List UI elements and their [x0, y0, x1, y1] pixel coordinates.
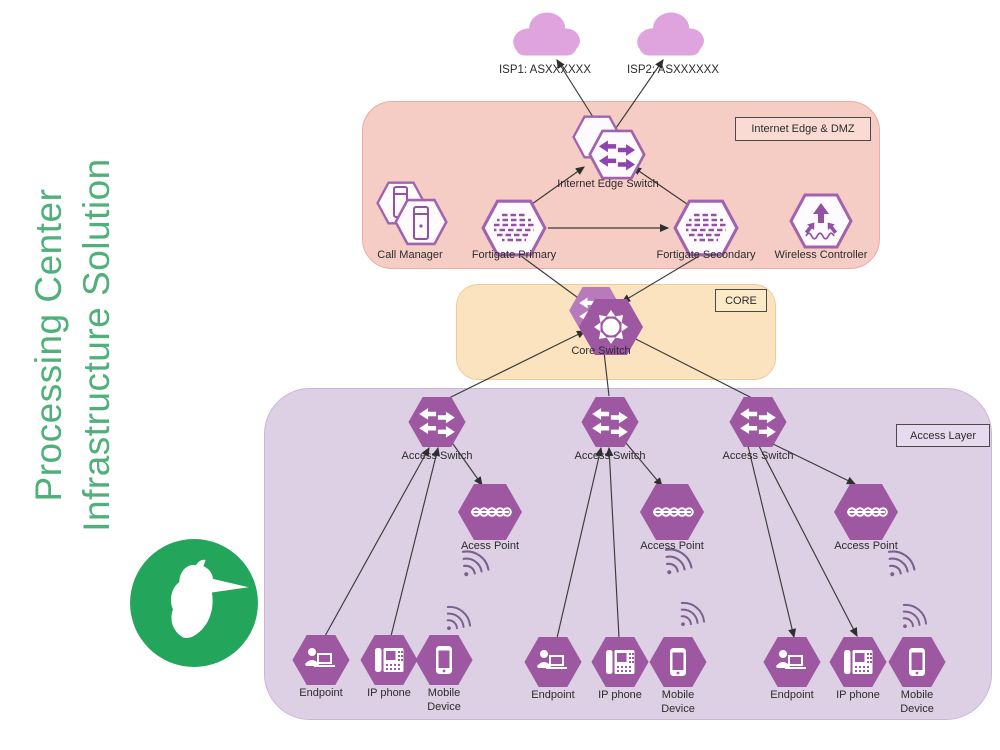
access-point-label: Access Point: [834, 540, 898, 552]
zone-label-core: CORE: [715, 289, 767, 312]
ip-phone-icon: [360, 635, 418, 685]
access-point-icon: [640, 484, 704, 540]
call-manager-label: Call Manager: [377, 249, 443, 261]
mobile-device-label: Mobile Device: [427, 687, 461, 713]
access-point-icon: [458, 484, 522, 540]
fortigate-primary-icon: [481, 199, 547, 257]
ip-phone-icon: [829, 637, 887, 687]
access-switch-label: Access Switch: [401, 450, 473, 462]
endpoint-label: Endpoint: [299, 687, 343, 699]
access-switch-icon: [729, 397, 787, 447]
wireless-controller-icon: [789, 193, 853, 249]
call-manager-icon: [376, 181, 448, 246]
endpoint-icon: [763, 637, 821, 687]
access-point-label: Access Point: [640, 540, 704, 552]
mobile-device-icon: [649, 637, 707, 687]
access-switch-label: Access Switch: [574, 450, 646, 462]
access-switch-label: Access Switch: [722, 450, 794, 462]
ip-phone-icon: [591, 637, 649, 687]
cloud-icon: [637, 12, 704, 56]
mobile-device-label: Mobile Device: [661, 689, 695, 715]
zone-label-dmz: Internet Edge & DMZ: [735, 117, 871, 141]
access-switch-icon: [581, 397, 639, 447]
wireless-controller-label: Wireless Controller: [774, 249, 868, 261]
mobile-device-icon: [888, 637, 946, 687]
mobile-device-label: Mobile Device: [900, 689, 934, 715]
title-line-2: Infrastructure Solution: [76, 158, 118, 532]
ip-phone-label: IP phone: [836, 689, 880, 701]
access-switch-icon: [408, 397, 466, 447]
core-switch-label: Core Switch: [571, 345, 631, 357]
fortigate-secondary-label: Fortigate Secondary: [656, 249, 756, 261]
hummingbird-logo: [130, 539, 258, 667]
isp2-label: ISP2: ASXXXXXX: [626, 64, 720, 76]
zone-label-access: Access Layer: [896, 424, 990, 447]
internet-edge-switch-label: Internet Edge Switch: [557, 178, 659, 190]
access-point-icon: [834, 484, 898, 540]
cloud-icon: [513, 12, 580, 56]
endpoint-label: Endpoint: [531, 689, 575, 701]
fortigate-primary-label: Fortigate Primary: [471, 249, 557, 261]
endpoint-icon: [524, 637, 582, 687]
endpoint-label: Endpoint: [770, 689, 814, 701]
fortigate-secondary-icon: [673, 199, 739, 257]
title-line-1: Processing Center: [28, 188, 69, 502]
internet-edge-switch-icon: [572, 115, 646, 180]
access-point-label: Acess Point: [460, 540, 520, 552]
mobile-device-icon: [415, 635, 473, 685]
isp1-label: ISP1: ASXXXXXX: [498, 64, 592, 76]
ip-phone-label: IP phone: [598, 689, 642, 701]
endpoint-icon: [292, 635, 350, 685]
page-title: Processing Center Infrastructure Solutio…: [25, 65, 135, 625]
ip-phone-label: IP phone: [367, 687, 411, 699]
